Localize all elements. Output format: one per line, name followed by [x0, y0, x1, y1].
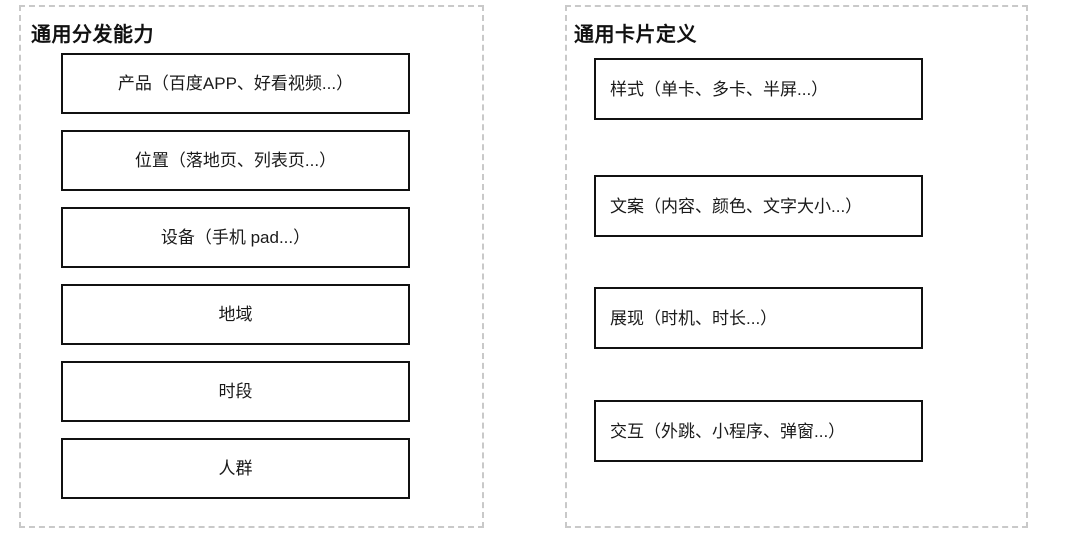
panel-title: 通用分发能力 — [31, 24, 154, 46]
panel-title: 通用卡片定义 — [574, 24, 697, 46]
box-device: 设备（手机 pad...） — [61, 207, 410, 268]
box-copywriting: 文案（内容、颜色、文字大小...） — [594, 175, 923, 237]
left-box-stack: 产品（百度APP、好看视频...） 位置（落地页、列表页...） 设备（手机 p… — [61, 53, 410, 499]
box-style: 样式（单卡、多卡、半屏...） — [594, 58, 923, 120]
box-region: 地域 — [61, 284, 410, 345]
box-product: 产品（百度APP、好看视频...） — [61, 53, 410, 114]
panel-card-definition: 通用卡片定义 样式（单卡、多卡、半屏...） 文案（内容、颜色、文字大小...）… — [565, 5, 1028, 528]
box-interaction: 交互（外跳、小程序、弹窗...） — [594, 400, 923, 462]
box-position: 位置（落地页、列表页...） — [61, 130, 410, 191]
box-display: 展现（时机、时长...） — [594, 287, 923, 349]
panel-distribution-capability: 通用分发能力 产品（百度APP、好看视频...） 位置（落地页、列表页...） … — [19, 5, 484, 528]
box-audience: 人群 — [61, 438, 410, 499]
box-time-period: 时段 — [61, 361, 410, 422]
